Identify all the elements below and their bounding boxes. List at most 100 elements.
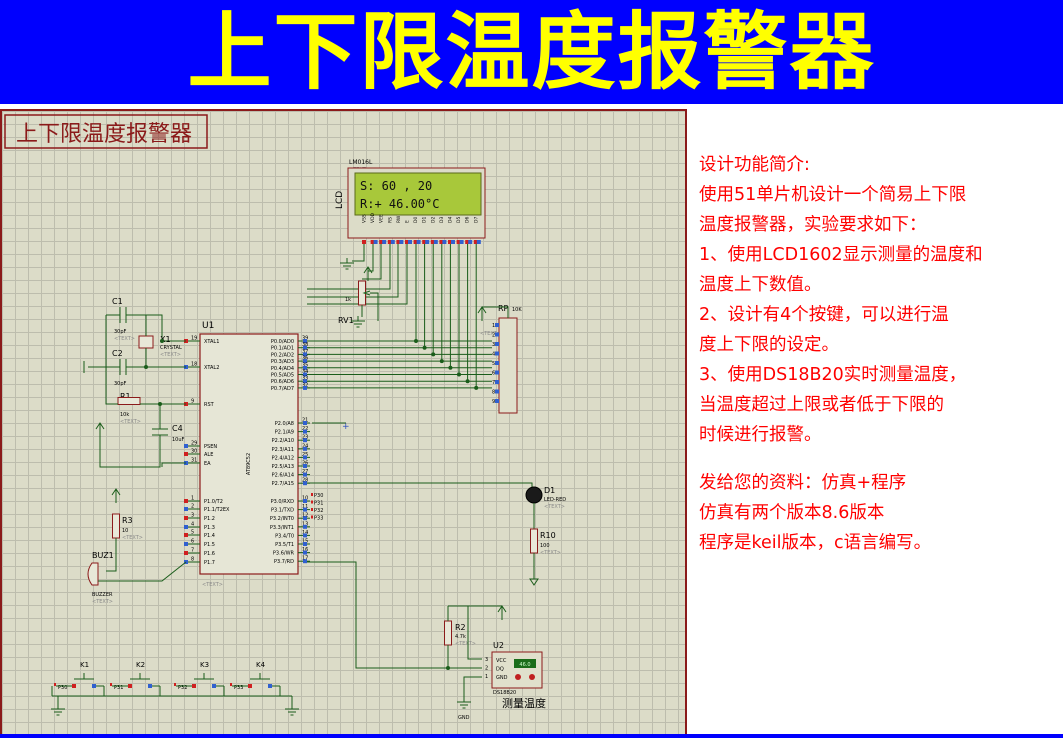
mcu-right-pin-name-14: P3.4/T0 [275,533,294,539]
c1-value: 30pF [114,329,127,335]
mcu-right-pin-num-21: 21 [302,418,308,424]
pin-marker [303,455,307,460]
buzzer-text-placeholder: <TEXT> [92,599,113,605]
key-net-marker [54,683,56,686]
r1-body [117,397,141,405]
junction-dot [439,359,444,364]
features-line-4: 1、使用LCD1602显示测量的温度和 [699,245,983,265]
mcu-right-pin-name-33: P0.6/AD6 [271,379,294,385]
key-K4-net: P33 [234,685,243,691]
lcd-pin-VSS: VSS [362,214,368,223]
u2-gnd-wire [463,676,482,697]
mcu-right-pin-num-37: 37 [302,349,308,355]
lcd-pin-D3: D3 [439,217,445,223]
u2-part: DS18B20 [493,690,516,696]
u2-readout: 46.0 [519,662,530,668]
c4-value: 10uF [172,437,185,443]
bottom-border [0,734,1063,738]
mcu-right-pin-name-25: P2.4/A12 [272,455,294,461]
pin-marker [476,240,481,244]
pin-marker [413,240,418,244]
pin-marker [303,339,307,343]
key-K3-label: K3 [200,661,209,669]
materials-line-3: 程序是keil版本，c语言编写。 [699,533,932,553]
u2-vcc-wire [448,605,482,660]
pin-marker [184,444,188,448]
mcu-left-pin-name-18: XTAL2 [204,365,219,371]
lcd-pin-RS: RS [387,217,393,223]
pin-marker [495,361,499,365]
pin-marker [148,684,152,688]
pin-marker [303,438,307,443]
c1-text-placeholder: <TEXT> [114,336,135,342]
mcu-left-pin-name-29: PSEN [204,444,217,450]
pin-marker [184,507,188,511]
r10-value: 100 [540,543,550,549]
mcu-right-pin-num-35: 35 [302,362,308,368]
mcu-left-pin-num-3: 3 [191,513,194,519]
junction-dot [474,385,479,390]
pin-marker [303,533,307,538]
mcu-right-pin-name-21: P2.0/A8 [275,421,294,427]
c4-bottom-wire [99,429,161,468]
u2-pin-GND: GND [496,675,508,681]
u2-button-down [515,674,521,680]
features-line-10: 时候进行报警。 [699,425,822,445]
mcu-right-pin-num-32: 32 [302,382,308,388]
lcd-pin-D0: D0 [413,217,419,223]
r3-bottom-wire [106,538,117,572]
pin-marker [303,472,307,477]
mcu-left-pin-name-4: P1.3 [204,525,215,531]
u2-pin-num-GND: 1 [485,674,488,680]
mcu-right-pin-name-32: P0.7/AD7 [271,386,294,392]
pin-marker [303,429,307,434]
features-line-8: 3、使用DS18B20实时测量温度， [699,365,967,385]
pin-marker [192,684,196,688]
key-K2-label: K2 [136,661,145,669]
r10-body [530,528,538,554]
lcd-line-1: S: 60 , 20 [360,179,432,193]
pin-marker [212,684,216,688]
mcu-left-pin-num-30: 30 [191,449,197,455]
mcu-left-pin-name-2: P1.1/T2EX [204,507,230,513]
pin-marker [495,389,499,394]
mcu-left-pin-num-2: 2 [191,504,194,510]
pin-marker [303,359,307,364]
mcu-ref: U1 [202,321,214,331]
mcu-left-pin-num-18: 18 [191,362,197,368]
pin-marker [451,240,455,244]
pin-marker [184,533,188,537]
pin-marker [396,240,401,244]
rp-pin-4: 4 [492,352,495,358]
d1-value: LED-RED [544,497,566,503]
pin-marker [362,240,366,244]
mcu-right-pin-num-11: 11 [302,504,308,510]
p3-net-marker [311,493,313,496]
mcu-right-pin-name-38: P0.1/AD1 [271,346,294,352]
pin-marker [303,372,307,377]
lcd-vss-wire [352,244,365,262]
rv1-wiper-wire [370,292,379,321]
pin-marker [448,240,452,244]
rp-pin-5: 5 [492,361,495,367]
mcu-left-pin-name-30: ALE [204,452,213,458]
junction-dot [448,365,453,370]
mcu-right-pin-num-15: 15 [302,539,308,545]
pin-marker [303,481,307,486]
lcd-rw-wire [307,244,399,298]
rp-common-wire [482,306,509,318]
r1-text-placeholder: <TEXT> [120,419,141,425]
mcu-right-pin-num-12: 12 [302,513,308,519]
lcd-data-wire-3 [307,244,443,362]
pin-marker [442,240,447,244]
pin-marker [303,524,307,529]
pin-marker [370,240,375,244]
u2-pin-DQ: DQ [496,667,504,673]
junction-dot [422,345,427,350]
pin-marker [390,240,395,244]
mcu-right-pin-num-16: 16 [302,547,308,553]
rp-pin-6: 6 [492,371,495,377]
r1-label: R1 [120,392,131,401]
r10-label: R10 [540,531,556,540]
r3-text-placeholder: <TEXT> [122,535,143,541]
